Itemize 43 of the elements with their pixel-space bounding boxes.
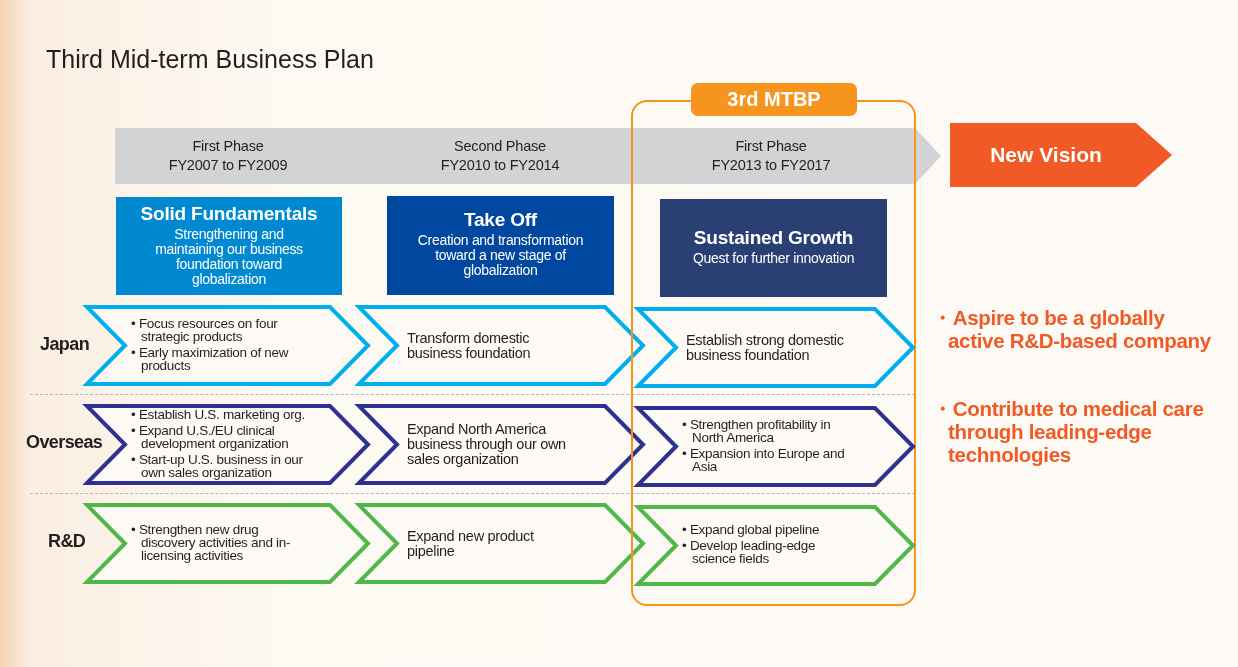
chevron-panel — [357, 503, 645, 584]
bullet-item: • Strengthen new drug discovery activities and in-licensing activities — [131, 522, 292, 562]
heading-title: Take Off — [463, 209, 538, 231]
bullet-item: • Start-up U.S. business in our own sales organization — [131, 452, 304, 479]
chevron-panel — [636, 505, 915, 586]
chevron-text: Transform domestic business foundation — [407, 330, 532, 361]
chevron-panel — [357, 404, 645, 485]
phase-heading-box — [387, 196, 614, 295]
phase-label: First Phase FY2013 to FY2017 — [710, 137, 832, 175]
heading-subtitle: Strengthening and maintaining our business foundation toward globalization — [154, 227, 304, 287]
chevron-panel — [636, 406, 915, 487]
bullet-item: • Focus resources on four strategic products — [131, 316, 279, 343]
chevron-panel — [357, 305, 645, 386]
chevron-text: Establish strong domestic business foundation — [686, 332, 845, 363]
bullet-item: • Expand global pipeline — [682, 523, 821, 536]
vision-goal: ・Aspire to be a globally active R&D-based company — [932, 306, 1212, 352]
chevron-text: Expand North America business through our own sales organization — [407, 422, 567, 467]
phase-heading-box — [116, 197, 342, 295]
heading-subtitle: Quest for further innovation — [691, 251, 856, 266]
heading-subtitle: Creation and transformation toward a new stage of globalization — [416, 233, 585, 278]
bullet-item: • Expansion into Europe and Asia — [682, 446, 846, 473]
chevron-panel — [85, 503, 370, 584]
row-label: R&D — [48, 531, 86, 552]
heading-title: Solid Fundamentals — [139, 203, 319, 225]
bullet-item: • Develop leading-edge science fields — [682, 539, 817, 565]
phase-label: First Phase FY2007 to FY2009 — [167, 137, 289, 175]
bullet-item: • Strengthen profitability in North America — [682, 417, 832, 444]
heading-title: Sustained Growth — [692, 227, 855, 249]
chevron-text: Expand new product pipeline — [407, 528, 535, 559]
title: Third Mid-term Business Plan — [46, 45, 374, 74]
chevron-panel — [636, 307, 915, 388]
timeline-band — [115, 128, 941, 184]
frame-tag: 3rd MTBP — [691, 83, 857, 116]
phase-heading-box — [660, 199, 887, 297]
bullet-item: • Expand U.S./EU clinical development organization — [131, 423, 290, 450]
row-label: Overseas — [26, 432, 103, 453]
bullet-item: • Early maximization of new products — [131, 345, 290, 372]
bullet-item: • Establish U.S. marketing org. — [131, 407, 306, 421]
vision-banner — [950, 123, 1172, 187]
vision-goal: ・Contribute to medical care through leading-edge technologies — [932, 397, 1205, 466]
row-label: Japan — [40, 334, 90, 355]
vision-label: New Vision — [989, 143, 1103, 167]
phase-label: Second Phase FY2010 to FY2014 — [439, 137, 561, 175]
